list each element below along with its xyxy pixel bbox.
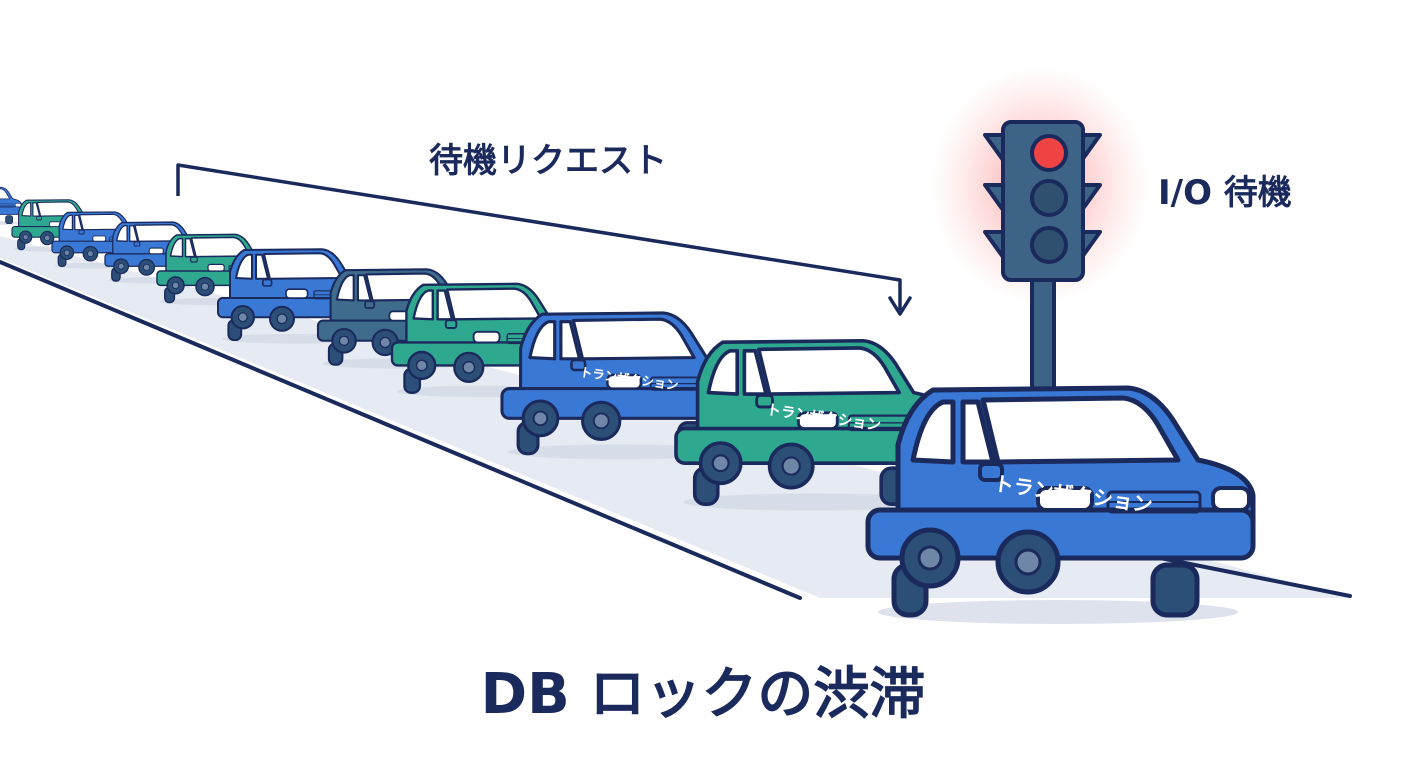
car-icon: トランザクション — [868, 388, 1253, 624]
green-light — [1030, 226, 1068, 264]
queue-label: 待機リクエスト — [429, 141, 667, 181]
car-icon: トランザクション — [674, 338, 956, 513]
red-light — [1030, 134, 1068, 172]
diagram-title: DB ロックの渋滞 — [481, 662, 926, 727]
yellow-light — [1030, 179, 1068, 217]
traffic-light-icon — [930, 65, 1150, 392]
io-wait-label: I/O 待機 — [1158, 173, 1292, 213]
arrow-down-icon — [888, 296, 912, 316]
car-icon: トランザクション — [500, 311, 743, 461]
queue-bracket — [176, 163, 912, 316]
